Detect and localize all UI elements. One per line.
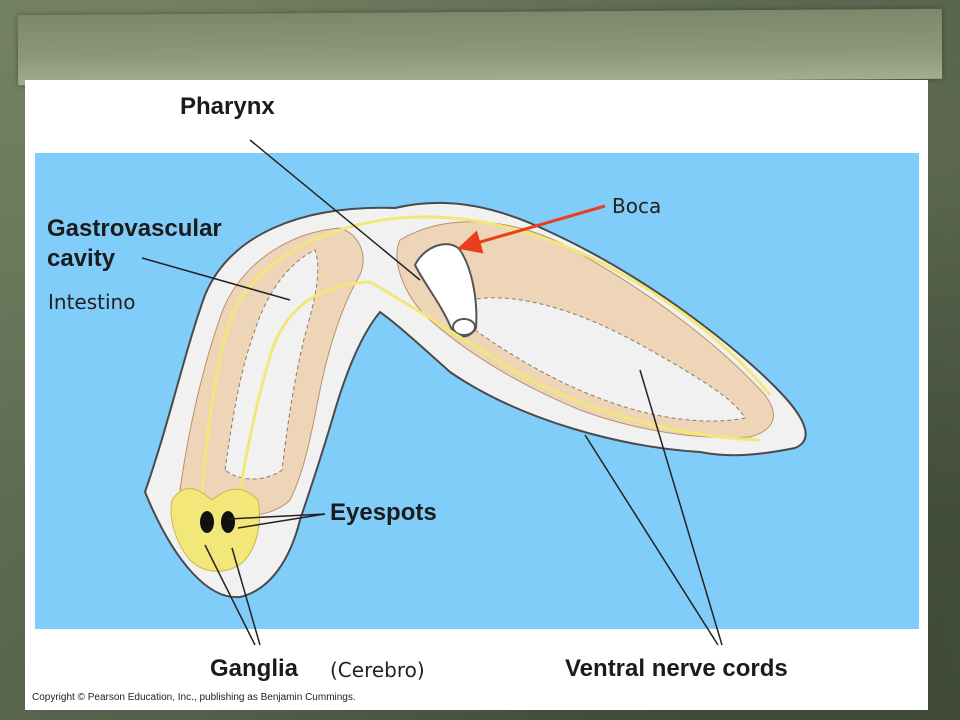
ventral-leader-2 <box>639 369 723 646</box>
pharynx-leader <box>249 139 421 281</box>
gut-inner-lane-left <box>224 249 319 480</box>
label-ganglia: Ganglia <box>210 655 299 682</box>
eyespots-leader-2 <box>237 513 326 529</box>
annotation-intestino: Intestino <box>48 290 136 314</box>
label-pharynx: Pharynx <box>180 93 275 120</box>
pharynx <box>413 243 478 338</box>
label-eyespots: Eyespots <box>330 499 437 526</box>
nerve-cord-lower <box>233 280 761 526</box>
ganglia-leader-2 <box>231 547 261 646</box>
label-ventral-nerve-cords: Ventral nerve cords <box>565 655 788 682</box>
ventral-leader-1 <box>584 434 719 646</box>
annotation-cerebro: (Cerebro) <box>330 658 425 682</box>
annotation-boca: Boca <box>612 194 662 218</box>
ganglia-leader-1 <box>204 544 256 646</box>
copyright-notice: Copyright © Pearson Education, Inc., pub… <box>32 692 356 703</box>
gut-inner-lane-right <box>469 297 746 422</box>
ganglia <box>170 488 260 572</box>
eyespots-leader-1 <box>227 513 326 520</box>
boca-arrow <box>457 204 606 254</box>
label-gastrovascular-cavity: Gastrovascular cavity <box>47 215 222 272</box>
gastro-leader <box>141 257 291 301</box>
pharynx-opening <box>452 318 476 336</box>
nerve-cord-upper <box>198 215 772 521</box>
eyespot-left <box>200 511 214 533</box>
eyespot-right <box>221 511 235 533</box>
